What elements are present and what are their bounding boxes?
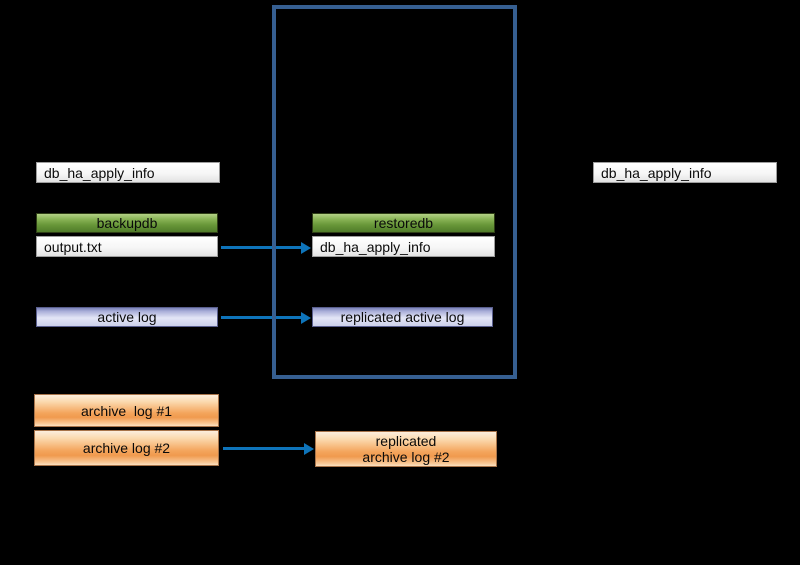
arrow-active-log-to-replicated: [221, 311, 311, 324]
arrow-line: [221, 316, 301, 319]
db-ha-apply-info-box-right: db_ha_apply_info: [593, 162, 777, 183]
backupdb-box: backupdb: [36, 213, 218, 233]
db-ha-apply-info-box-left: db_ha_apply_info: [36, 162, 220, 183]
restoredb-box: restoredb: [312, 213, 495, 233]
db-ha-apply-info-box-center: db_ha_apply_info: [312, 236, 495, 257]
arrow-head-icon: [304, 442, 314, 455]
archive-log-2-box: archive log #2: [34, 430, 219, 466]
arrow-archive-log-2-to-replicated: [223, 442, 314, 455]
arrow-line: [221, 246, 301, 249]
replicated-active-log-box: replicated active log: [312, 307, 493, 327]
active-log-box: active log: [36, 307, 218, 327]
archive-log-1-box: archive log #1: [34, 394, 219, 427]
arrow-head-icon: [301, 241, 311, 254]
arrow-output-to-db-ha-apply-info: [221, 241, 311, 254]
output-txt-box: output.txt: [36, 236, 218, 257]
arrow-head-icon: [301, 311, 311, 324]
arrow-line: [223, 447, 304, 450]
replicated-archive-log-2-box: replicated archive log #2: [315, 431, 497, 467]
